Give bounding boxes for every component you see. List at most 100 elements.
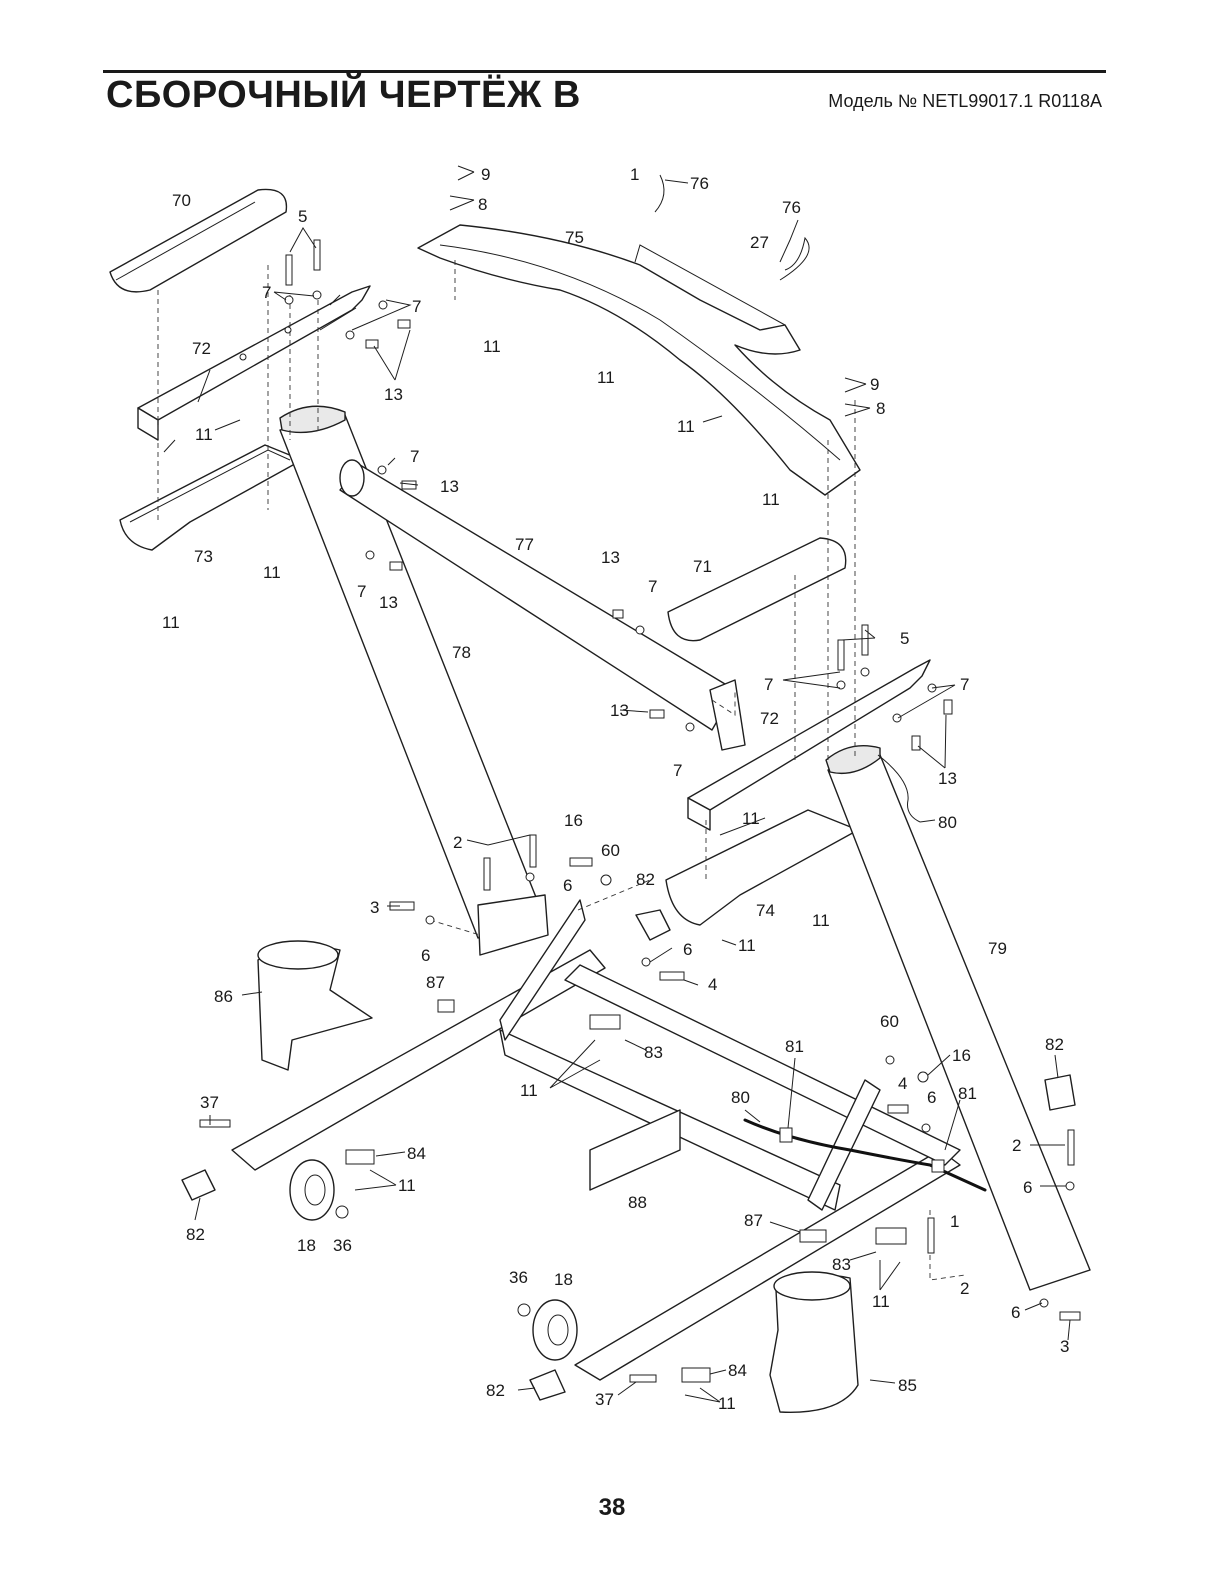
callout-2: 2 <box>453 833 462 852</box>
callout-6: 6 <box>927 1088 936 1107</box>
wire-harness-80 <box>743 1118 987 1192</box>
callout-84: 84 <box>728 1361 747 1380</box>
callout-13: 13 <box>440 477 459 496</box>
callout-81: 81 <box>958 1084 977 1103</box>
callout-5: 5 <box>900 629 909 648</box>
callout-6: 6 <box>1011 1303 1020 1322</box>
callout-7: 7 <box>960 675 969 694</box>
callout-7: 7 <box>764 675 773 694</box>
callout-88: 88 <box>628 1193 647 1212</box>
callout-11: 11 <box>263 563 281 582</box>
callout-3: 3 <box>1060 1337 1069 1356</box>
part-cover-86 <box>257 940 373 1071</box>
callout-2: 2 <box>960 1279 969 1298</box>
callout-13: 13 <box>938 769 957 788</box>
callout-6: 6 <box>421 946 430 965</box>
callout-labels: 70 5 7 7 13 72 11 73 11 11 9 8 1 76 76 2… <box>162 165 1069 1413</box>
callout-87: 87 <box>744 1211 763 1230</box>
callout-9: 9 <box>870 375 879 394</box>
callout-82: 82 <box>486 1381 505 1400</box>
callout-60: 60 <box>601 841 620 860</box>
callout-6: 6 <box>563 876 572 895</box>
callout-11: 11 <box>872 1292 890 1311</box>
callout-36: 36 <box>333 1236 352 1255</box>
callout-11: 11 <box>718 1394 736 1413</box>
callout-82: 82 <box>186 1225 205 1244</box>
callout-11: 11 <box>677 417 695 436</box>
part-crossbar-77 <box>339 459 746 751</box>
model-number: Модель № NETL99017.1 R0118A <box>828 91 1102 111</box>
callout-77: 77 <box>515 535 534 554</box>
callout-73: 73 <box>194 547 213 566</box>
callout-3: 3 <box>370 898 379 917</box>
callout-13: 13 <box>610 701 629 720</box>
header-rule <box>103 70 1106 73</box>
callout-78: 78 <box>452 643 471 662</box>
callout-11: 11 <box>195 425 213 444</box>
callout-11: 11 <box>162 613 180 632</box>
callout-82: 82 <box>1045 1035 1064 1054</box>
callout-76: 76 <box>690 174 709 193</box>
callout-18: 18 <box>297 1236 316 1255</box>
callout-11: 11 <box>483 337 501 356</box>
callout-70: 70 <box>172 191 191 210</box>
callout-72: 72 <box>760 709 779 728</box>
callout-13: 13 <box>379 593 398 612</box>
part-tray-74 <box>665 809 859 926</box>
part-handlebar-72-left <box>137 285 371 441</box>
callout-1: 1 <box>630 165 639 184</box>
callout-8: 8 <box>876 399 885 418</box>
callout-60: 60 <box>880 1012 899 1031</box>
callout-6: 6 <box>683 940 692 959</box>
callout-1: 1 <box>950 1212 959 1231</box>
callout-13: 13 <box>601 548 620 567</box>
callout-4: 4 <box>708 975 717 994</box>
callout-85: 85 <box>898 1376 917 1395</box>
wire-76-a <box>654 174 665 213</box>
callout-11: 11 <box>738 936 756 955</box>
callout-16: 16 <box>564 811 583 830</box>
callout-6: 6 <box>1023 1178 1032 1197</box>
callout-2: 2 <box>1012 1136 1021 1155</box>
part-cap-70 <box>109 188 288 293</box>
callout-76: 76 <box>782 198 801 217</box>
callout-11: 11 <box>812 911 830 930</box>
part-wheel-18-right <box>532 1299 578 1361</box>
part-upright-79 <box>825 745 1091 1291</box>
part-cover-85 <box>769 1271 859 1413</box>
part-handlebar-72-right <box>687 659 931 831</box>
wire-76-b <box>779 236 810 281</box>
part-upright-78 <box>279 405 549 956</box>
part-cap-71 <box>667 537 847 642</box>
callout-7: 7 <box>357 582 366 601</box>
callout-82: 82 <box>636 870 655 889</box>
callout-75: 75 <box>565 228 584 247</box>
callout-11: 11 <box>742 809 760 828</box>
callout-5: 5 <box>298 207 307 226</box>
callout-83: 83 <box>644 1043 663 1062</box>
callout-7: 7 <box>412 297 421 316</box>
callout-7: 7 <box>410 447 419 466</box>
callout-83: 83 <box>832 1255 851 1274</box>
callout-16: 16 <box>952 1046 971 1065</box>
callout-18: 18 <box>554 1270 573 1289</box>
page-title: СБОРОЧНЫЙ ЧЕРТЁЖ B <box>106 74 581 116</box>
wire-harness-80-upper <box>877 754 921 823</box>
callout-79: 79 <box>988 939 1007 958</box>
callout-7: 7 <box>648 577 657 596</box>
callout-86: 86 <box>214 987 233 1006</box>
callout-71: 71 <box>693 557 712 576</box>
callout-36: 36 <box>509 1268 528 1287</box>
callout-27: 27 <box>750 233 769 252</box>
callout-11: 11 <box>398 1176 416 1195</box>
callout-84: 84 <box>407 1144 426 1163</box>
callout-9: 9 <box>481 165 490 184</box>
callout-8: 8 <box>478 195 487 214</box>
callout-37: 37 <box>595 1390 614 1409</box>
page-number: 38 <box>598 1494 626 1521</box>
callout-80: 80 <box>938 813 957 832</box>
callout-11: 11 <box>762 490 780 509</box>
callout-37: 37 <box>200 1093 219 1112</box>
callout-11: 11 <box>520 1081 538 1100</box>
